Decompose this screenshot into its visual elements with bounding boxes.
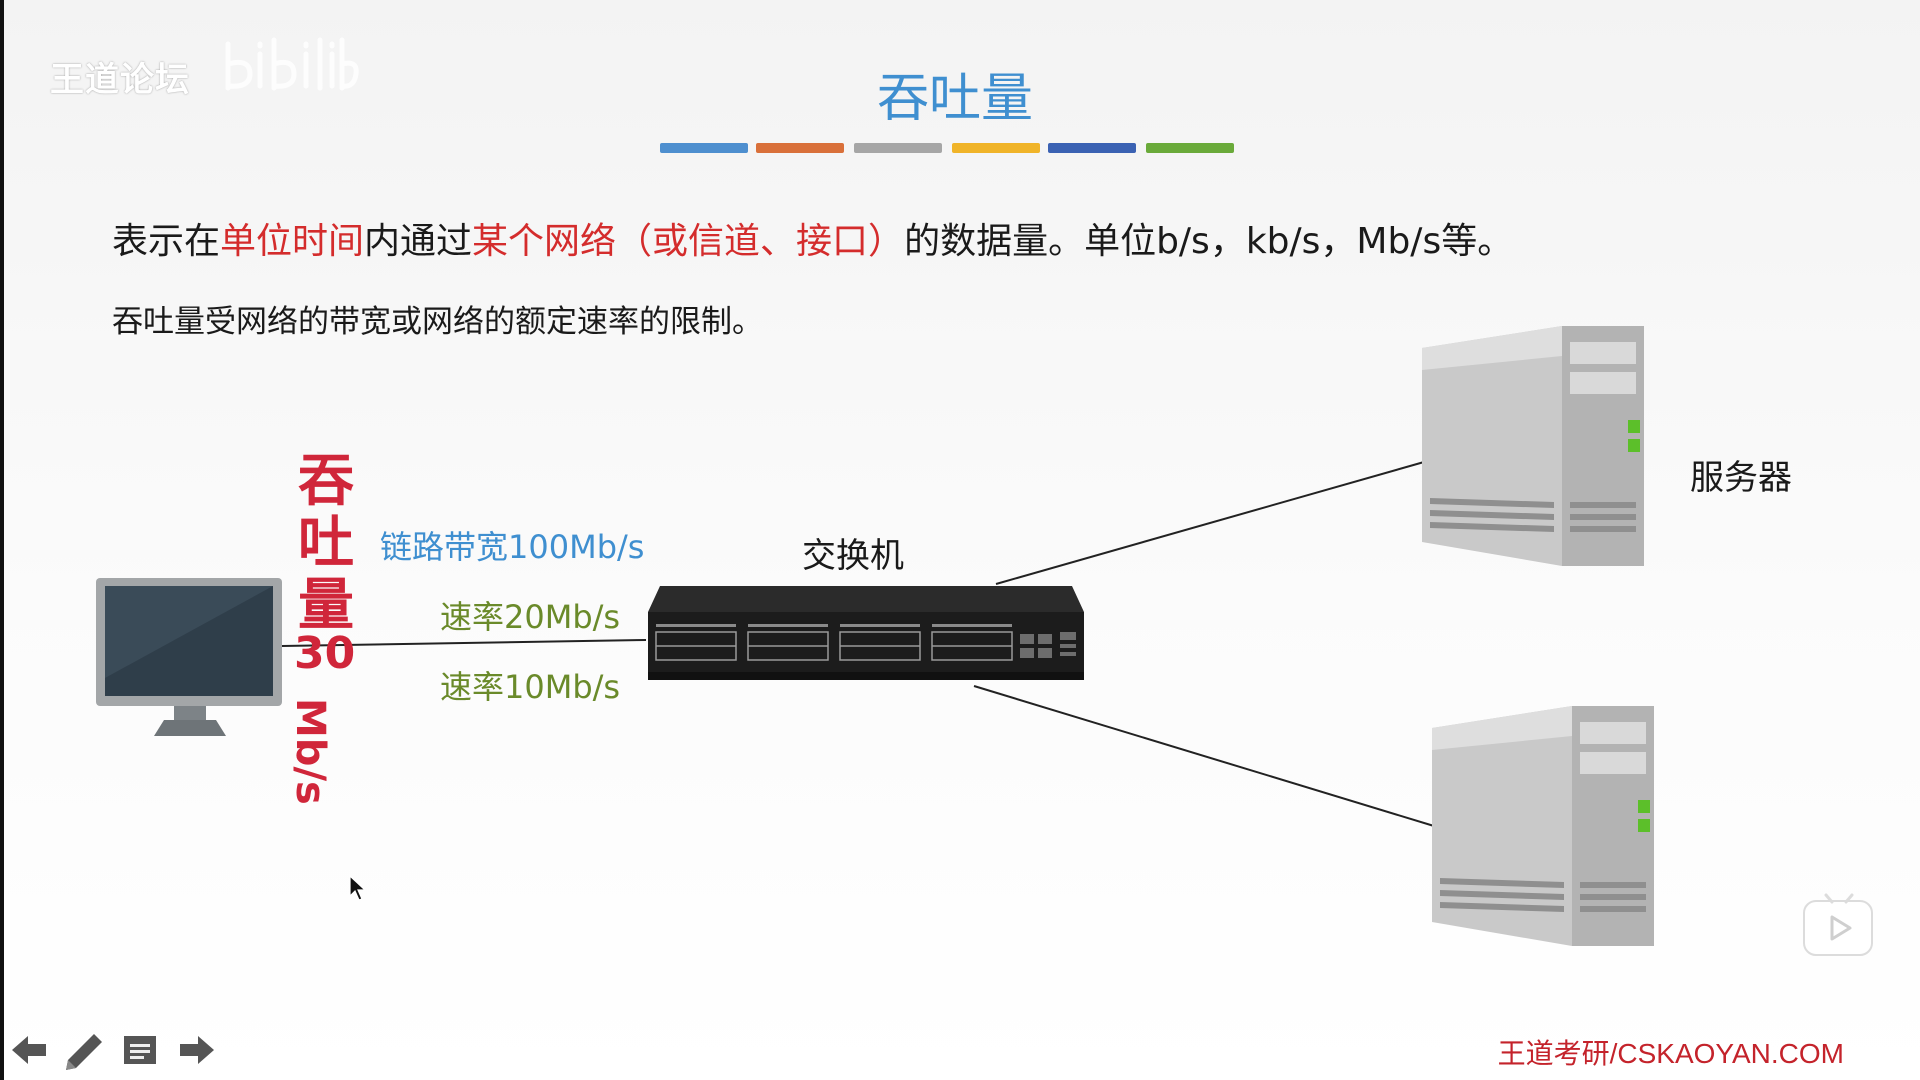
title-underline-bar-2 [756, 143, 844, 153]
title-underline-bar-4 [952, 143, 1040, 153]
slide-title: 吞吐量 [876, 69, 1033, 129]
switch-label: 交换机 [802, 536, 904, 576]
server-label: 服务器 [1690, 458, 1792, 498]
pen-icon[interactable] [64, 1032, 104, 1072]
window-edge [0, 0, 4, 1080]
definition-highlight-network: 某个网络（或信道、接口） [472, 221, 905, 262]
title-underline-bar-1 [660, 143, 748, 153]
play-button-icon[interactable] [1802, 893, 1876, 959]
definition-part: 等。 [1441, 221, 1514, 262]
menu-icon[interactable] [122, 1032, 158, 1068]
definition-units: b/s，kb/s，Mb/s [1156, 221, 1442, 262]
mouse-cursor-icon [349, 874, 367, 901]
arrow-left-icon[interactable] [10, 1032, 50, 1068]
throughput-char: 吞 [298, 448, 354, 514]
throughput-unit: Mb/s [287, 698, 333, 805]
title-underline-bar-5 [1048, 143, 1136, 153]
server-icon [1432, 706, 1654, 946]
title-underline-bar-6 [1146, 143, 1234, 153]
limit-text: 吞吐量受网络的带宽或网络的额定速率的限制。 [112, 304, 763, 340]
throughput-char: 量 [298, 572, 354, 638]
definition-highlight-unit-time: 单位时间 [220, 221, 365, 262]
watermark-text: 王道论坛 [50, 60, 190, 100]
throughput-char: 吐 [298, 510, 354, 576]
throughput-label: 吞 吐 量 [296, 450, 356, 636]
link-bandwidth-label: 链路带宽100Mb/s [380, 528, 645, 566]
arrow-right-icon[interactable] [176, 1032, 216, 1068]
server-icon [1422, 326, 1644, 566]
definition-part: 表示在 [112, 221, 221, 262]
rate-top-label: 速率20Mb/s [440, 598, 621, 636]
rate-bottom-label: 速率10Mb/s [440, 668, 621, 706]
bilibili-logo-icon [225, 37, 359, 91]
definition-part: 内通过 [364, 221, 473, 262]
title-underline-bar-3 [854, 143, 942, 153]
switch-icon [648, 586, 1084, 680]
throughput-value: 30 [294, 628, 356, 679]
definition-text: 表示在单位时间内通过某个网络（或信道、接口）的数据量。单位b/s，kb/s，Mb… [112, 212, 1513, 264]
monitor-icon [96, 578, 282, 736]
definition-part: 的数据量。单位 [904, 221, 1157, 262]
footer-credit: 王道考研/CSKAOYAN.COM [1497, 1038, 1844, 1069]
